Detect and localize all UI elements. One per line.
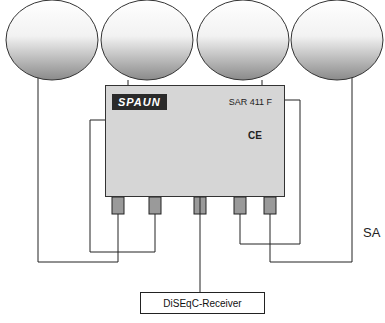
satellite-dish [6, 0, 383, 80]
cables [38, 72, 352, 262]
brand-name: SPAUN [112, 94, 167, 110]
receiver-box: DiSEqC-Receiver [140, 292, 265, 314]
brand-strip: SPAUN SAR 411 F [112, 92, 278, 112]
cut-off-text: SA [363, 225, 380, 240]
multiswitch-box: SPAUN SAR 411 F CE [105, 85, 285, 197]
ce-mark: CE [248, 130, 262, 141]
device-label: DiSEqC-Receiver [163, 298, 241, 309]
cable [200, 197, 201, 292]
f-connector [112, 197, 276, 214]
model-name: SAR 411 F [229, 97, 278, 107]
